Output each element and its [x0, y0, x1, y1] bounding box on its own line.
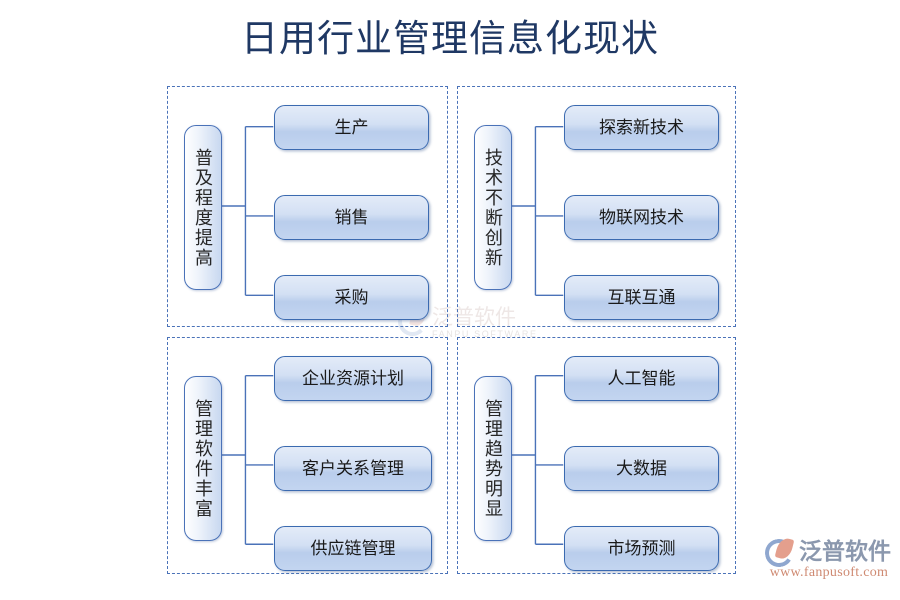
- node-box[interactable]: 人工智能: [564, 356, 719, 401]
- brand-name: 泛普软件: [799, 537, 891, 564]
- category-box[interactable]: 技术不断创新: [474, 125, 512, 290]
- brand-logo: 泛普软件 www.fanpusoft.com: [762, 536, 893, 589]
- node-box[interactable]: 采购: [274, 275, 429, 320]
- category-label: 管理趋势明显: [483, 398, 503, 519]
- node-box[interactable]: 客户关系管理: [274, 446, 432, 491]
- node-box[interactable]: 市场预测: [564, 526, 719, 571]
- category-box[interactable]: 普及程度提高: [184, 125, 222, 290]
- node-box[interactable]: 物联网技术: [564, 195, 719, 240]
- node-box[interactable]: 销售: [274, 195, 429, 240]
- quadrant-popularity: 普及程度提高 生产 销售 采购: [167, 86, 448, 327]
- node-label: 供应链管理: [310, 538, 396, 558]
- node-box[interactable]: 探索新技术: [564, 105, 719, 150]
- quadrant-management-trends: 管理趋势明显 人工智能 大数据 市场预测: [457, 337, 736, 574]
- node-label: 互联互通: [607, 287, 676, 307]
- node-label: 采购: [334, 287, 369, 307]
- category-box[interactable]: 管理软件丰富: [184, 376, 222, 541]
- category-box[interactable]: 管理趋势明显: [474, 376, 512, 541]
- node-box[interactable]: 生产: [274, 105, 429, 150]
- node-label: 生产: [334, 117, 369, 137]
- category-label: 普及程度提高: [193, 147, 213, 268]
- page-title: 日用行业管理信息化现状: [241, 19, 659, 60]
- brand-url: www.fanpusoft.com: [769, 565, 889, 580]
- node-label: 物联网技术: [599, 207, 684, 227]
- node-label: 人工智能: [607, 368, 676, 388]
- node-box[interactable]: 供应链管理: [274, 526, 432, 571]
- node-label: 客户关系管理: [302, 458, 404, 478]
- node-box[interactable]: 互联互通: [564, 275, 719, 320]
- node-box[interactable]: 大数据: [564, 446, 719, 491]
- node-label: 市场预测: [607, 538, 676, 558]
- node-label: 企业资源计划: [302, 368, 404, 388]
- node-label: 销售: [334, 207, 369, 227]
- node-label: 大数据: [616, 458, 667, 478]
- node-label: 探索新技术: [599, 117, 684, 137]
- quadrant-technology-innovation: 技术不断创新 探索新技术 物联网技术 互联互通: [457, 86, 736, 327]
- node-box[interactable]: 企业资源计划: [274, 356, 432, 401]
- brand-logo-row: 泛普软件: [762, 536, 893, 570]
- fanpu-logo-icon: [762, 536, 796, 570]
- category-label: 管理软件丰富: [193, 398, 213, 519]
- category-label: 技术不断创新: [483, 147, 503, 268]
- quadrant-management-software: 管理软件丰富 企业资源计划 客户关系管理 供应链管理: [167, 337, 448, 574]
